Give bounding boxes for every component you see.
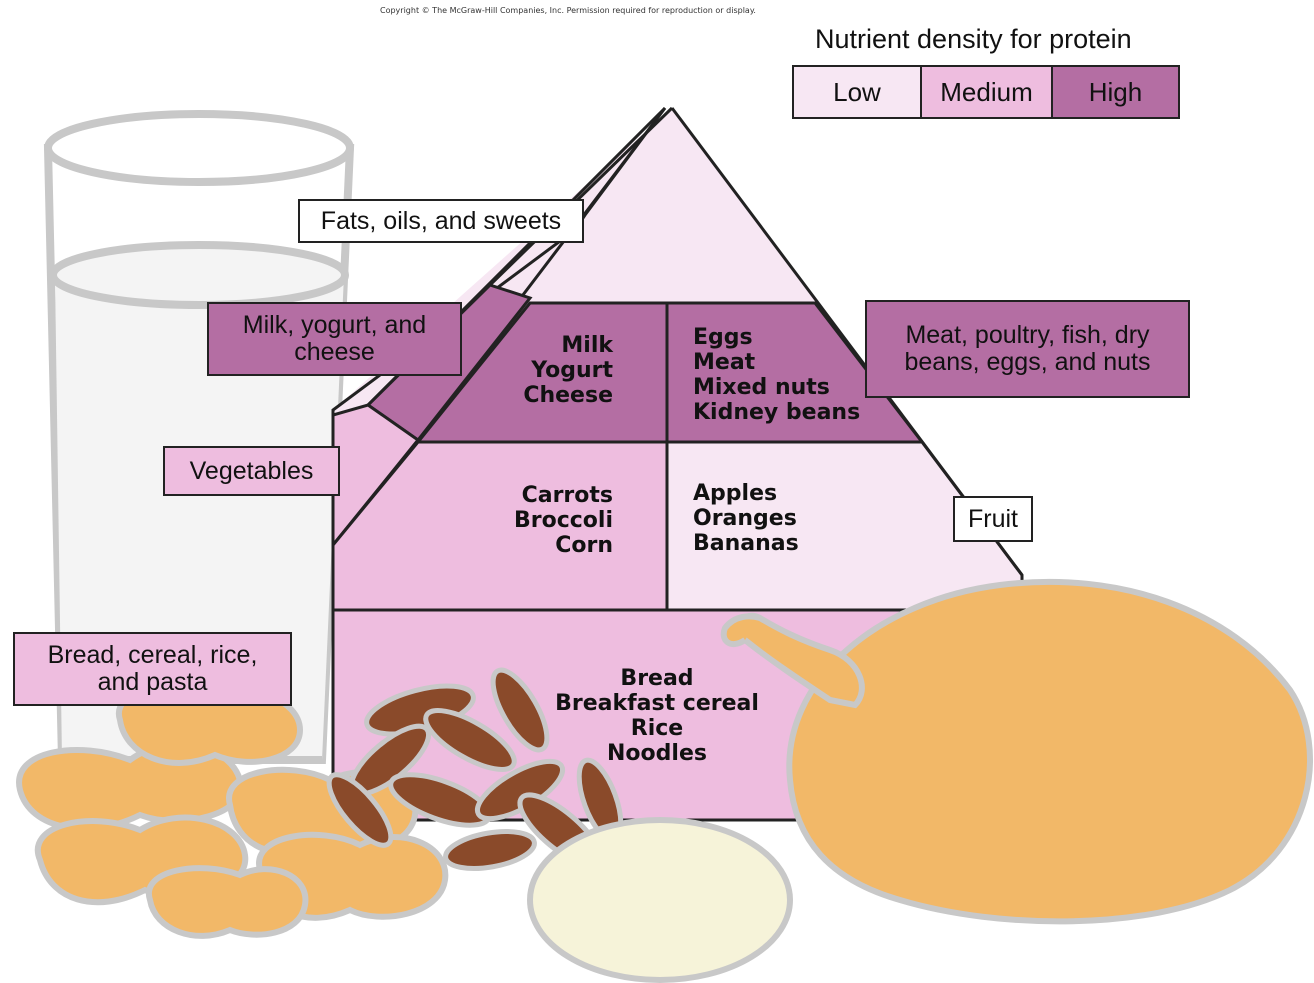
legend-high: High: [1053, 67, 1178, 117]
food-item: Rice: [522, 716, 792, 741]
food-item: Milk: [470, 333, 613, 358]
food-item: Oranges: [693, 506, 893, 531]
fruit-foods-list: Apples Oranges Bananas: [693, 481, 893, 556]
callout-fruit: Fruit: [953, 496, 1033, 542]
milk-foods-list: Milk Yogurt Cheese: [470, 333, 613, 408]
callout-vegetables: Vegetables: [163, 446, 340, 496]
bread-foods-list: Bread Breakfast cereal Rice Noodles: [522, 666, 792, 766]
food-item: Kidney beans: [693, 400, 893, 425]
food-item: Breakfast cereal: [522, 691, 792, 716]
legend-low: Low: [794, 67, 922, 117]
callout-fats-oils-sweets: Fats, oils, and sweets: [298, 199, 584, 243]
food-item: Corn: [460, 533, 613, 558]
food-item: Meat: [693, 350, 893, 375]
callout-meat-group: Meat, poultry, fish, dry beans, eggs, an…: [865, 300, 1190, 398]
copyright-notice: Copyright © The McGraw-Hill Companies, I…: [380, 6, 960, 15]
food-item: Carrots: [460, 483, 613, 508]
callout-milk-group: Milk, yogurt, and cheese: [207, 302, 462, 376]
food-item: Broccoli: [460, 508, 613, 533]
legend-title: Nutrient density for protein: [815, 24, 1132, 55]
food-item: Mixed nuts: [693, 375, 893, 400]
food-item: Bread: [522, 666, 792, 691]
meat-foods-list: Eggs Meat Mixed nuts Kidney beans: [693, 325, 893, 425]
food-item: Apples: [693, 481, 893, 506]
protein-density-legend: Low Medium High: [792, 65, 1180, 119]
food-item: Noodles: [522, 741, 792, 766]
food-item: Cheese: [470, 383, 613, 408]
callout-bread-group: Bread, cereal, rice, and pasta: [13, 632, 292, 706]
food-item: Bananas: [693, 531, 893, 556]
vegetable-foods-list: Carrots Broccoli Corn: [460, 483, 613, 558]
food-item: Eggs: [693, 325, 893, 350]
legend-medium: Medium: [922, 67, 1053, 117]
food-item: Yogurt: [470, 358, 613, 383]
egg-illustration: [530, 820, 790, 980]
